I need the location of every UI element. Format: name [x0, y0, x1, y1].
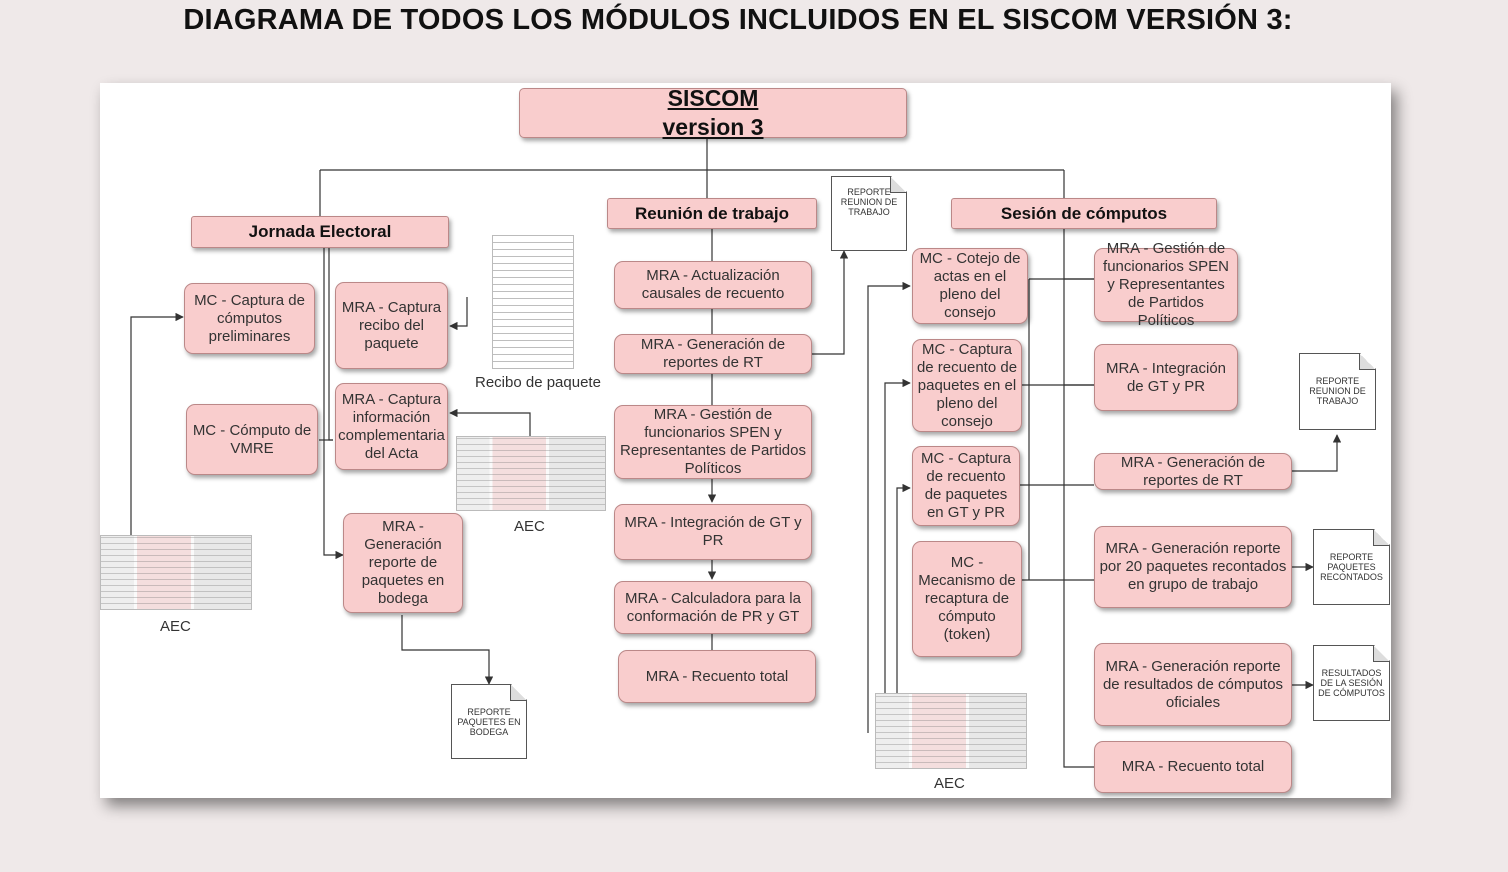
page-title: DIAGRAMA DE TODOS LOS MÓDULOS INCLUIDOS … — [183, 4, 1293, 36]
line-acta-aec — [449, 408, 531, 436]
recibo-paquete-image — [492, 235, 574, 369]
line-rt-r-report — [1292, 434, 1342, 472]
box-mc-captura-preliminares: MC - Captura de cómputos preliminares — [184, 283, 315, 354]
connector-lines — [130, 138, 1342, 768]
box-mra-integracion-gt-pr: MRA - Integración de GT y PR — [614, 504, 812, 560]
box-mra-recuento-total-sesion: MRA - Recuento total — [1094, 741, 1292, 793]
box-mra-captura-info-acta: MRA - Captura información complementaria… — [335, 383, 448, 470]
line-rt-report — [812, 250, 849, 355]
recibo-paquete-label: Recibo de paquete — [475, 374, 601, 391]
doc-reporte-paquetes-bodega: REPORTE PAQUETES EN BODEGA — [451, 684, 527, 759]
box-mra-reporte-20-paquetes: MRA - Generación reporte por 20 paquetes… — [1094, 526, 1292, 608]
line-sesion-spine — [1063, 229, 1094, 768]
line-aec-left — [130, 312, 184, 535]
doc-reporte-reunion-trabajo-center: REPORTE REUNION DE TRABAJO — [831, 176, 907, 251]
line-jornada-spine-b — [328, 248, 333, 441]
box-mra-reporte-resultados: MRA - Generación reporte de resultados d… — [1094, 643, 1292, 726]
aec-label-left: AEC — [160, 618, 191, 635]
section-sesion-computos: Sesión de cómputos — [951, 198, 1217, 229]
box-mra-gestion-funcionarios-sesion: MRA - Gestión de funcionarios SPEN y Rep… — [1094, 240, 1238, 329]
doc-resultados-sesion-computos: RESULTADOS DE LA SESIÓN DE CÓMPUTOS — [1313, 645, 1390, 721]
aec-label-middle: AEC — [514, 518, 545, 535]
box-mra-actualizacion-causales: MRA - Actualización causales de recuento — [614, 261, 812, 309]
doc-reporte-reunion-trabajo-right: REPORTE REUNION DE TRABAJO — [1299, 353, 1376, 430]
line-recibo — [449, 297, 468, 331]
box-mra-calculadora: MRA - Calculadora para la conformación d… — [614, 581, 812, 634]
line-aec-right-a — [867, 281, 911, 733]
box-mra-recuento-total-reunion: MRA - Recuento total — [618, 650, 816, 703]
line-jornada-spine-a — [323, 248, 344, 560]
box-mra-generacion-reportes-rt: MRA - Generación de reportes de RT — [614, 334, 812, 374]
box-mc-captura-pleno: MC - Captura de recuento de paquetes en … — [912, 339, 1022, 432]
aec-image-right — [875, 693, 1027, 769]
box-mra-generacion-reportes-rt-sesion: MRA - Generación de reportes de RT — [1094, 453, 1292, 490]
root-line2: version 3 — [662, 114, 764, 140]
aec-label-right: AEC — [934, 775, 965, 792]
section-jornada-electoral: Jornada Electoral — [191, 216, 449, 248]
doc-reporte-paquetes-recontados: REPORTE PAQUETES RECONTADOS — [1313, 529, 1390, 605]
line-aec-right-c — [896, 483, 911, 731]
box-mra-gestion-funcionarios: MRA - Gestión de funcionarios SPEN y Rep… — [614, 405, 812, 479]
root-line1: SISCOM — [667, 85, 759, 111]
diagram-canvas: SISCOM version 3 Jornada Electoral Reuni… — [100, 83, 1391, 798]
box-mc-computo-vmre: MC - Cómputo de VMRE — [186, 404, 318, 475]
box-mra-captura-recibo: MRA - Captura recibo del paquete — [335, 282, 448, 369]
line-bodega-report — [401, 615, 494, 685]
box-mc-token: MC - Mecanismo de recaptura de cómputo (… — [912, 541, 1022, 657]
box-mra-reporte-bodega: MRA - Generación reporte de paquetes en … — [343, 513, 463, 613]
line-aec-right-b — [884, 378, 911, 731]
root-siscom: SISCOM version 3 — [519, 85, 907, 140]
box-mc-captura-gt-pr: MC - Captura de recuento de paquetes en … — [912, 446, 1020, 526]
aec-image-middle — [456, 436, 606, 511]
aec-image-left — [100, 535, 252, 610]
box-mc-cotejo-actas: MC - Cotejo de actas en el pleno del con… — [912, 248, 1028, 324]
section-reunion-trabajo: Reunión de trabajo — [607, 198, 817, 229]
box-mra-integracion-gt-pr-sesion: MRA - Integración de GT y PR — [1094, 344, 1238, 411]
